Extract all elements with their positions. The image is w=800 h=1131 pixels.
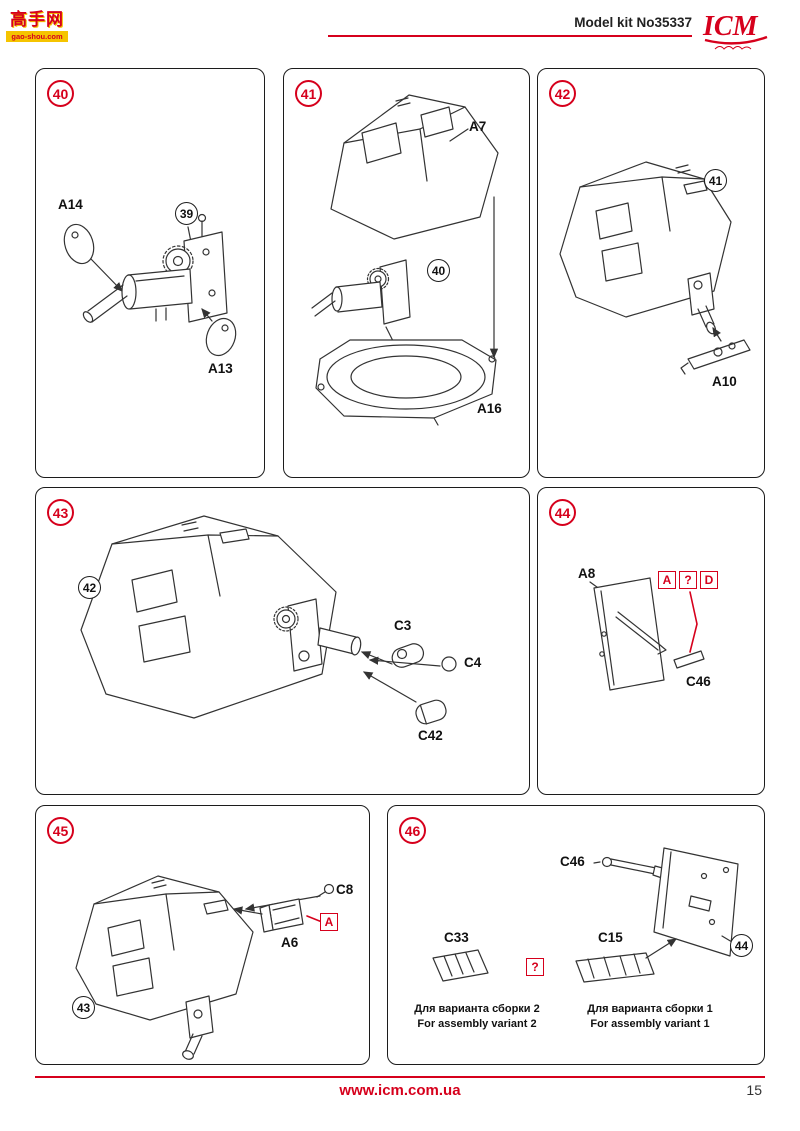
variant-note-ru: Для варианта сборки 1 [587, 1003, 713, 1015]
option-box: ? [526, 958, 544, 976]
watermark-url: gao-shou.com [6, 31, 68, 42]
part-label: A7 [469, 119, 487, 134]
step-46-panel: 46 C46 44 C33 ? C15 [387, 805, 765, 1065]
option-box: A [658, 571, 676, 589]
part-label: C46 [560, 854, 585, 869]
ref-callout: 44 [730, 934, 753, 957]
step-40-badge: 40 [47, 80, 74, 107]
part-label: C15 [598, 930, 623, 945]
step-46-badge: 46 [399, 817, 426, 844]
option-box: ? [679, 571, 697, 589]
step-44-drawing [589, 577, 705, 691]
step-40-panel: 40 A14 39 A13 [35, 68, 265, 478]
kit-number-label: Model kit No35337 [574, 15, 692, 30]
step-42-panel: 42 41 A10 [537, 68, 765, 478]
step-40-drawing [63, 213, 237, 357]
part-label: C8 [336, 882, 354, 897]
step-44-badge: 44 [549, 499, 576, 526]
part-label: A14 [58, 197, 83, 212]
step-46-drawing [432, 847, 739, 983]
icm-logo: ICM [702, 11, 768, 50]
variant-note-ru: Для варианта сборки 2 [414, 1003, 540, 1015]
ref-callout: 42 [78, 576, 101, 599]
watermark-title: 高手网 [10, 10, 64, 29]
step-45-badge: 45 [47, 817, 74, 844]
part-label: C42 [418, 728, 443, 743]
part-label: A6 [281, 935, 299, 950]
part-label: C46 [686, 674, 711, 689]
step-42-badge: 42 [549, 80, 576, 107]
website-link: www.icm.com.ua [339, 1082, 461, 1099]
step-42-drawing [559, 161, 751, 375]
part-label: A10 [712, 374, 737, 389]
footer-rule [35, 1076, 765, 1078]
step-43-drawing [80, 515, 457, 725]
part-label: A8 [578, 566, 596, 581]
step-43-badge: 43 [47, 499, 74, 526]
ref-callout: 41 [704, 169, 727, 192]
variant-note: Для варианта сборки 2 For assembly varia… [396, 1002, 558, 1032]
watermark-logo: 高手网 gao-shou.com [6, 5, 68, 42]
page-number: 15 [746, 1082, 762, 1098]
step-41-badge: 41 [295, 80, 322, 107]
part-label: A16 [477, 401, 502, 416]
header-rule [328, 35, 692, 37]
variant-note: Для варианта сборки 1 For assembly varia… [566, 1002, 734, 1032]
ref-callout: 40 [427, 259, 450, 282]
variant-note-en: For assembly variant 1 [590, 1017, 710, 1030]
part-label: C3 [394, 618, 412, 633]
icm-tagline-script [714, 46, 752, 50]
ref-callout: 39 [175, 202, 198, 225]
icm-logo-text: ICM [702, 11, 759, 42]
step-44-panel: 44 A8 A ? D C46 [537, 487, 765, 795]
part-label: A13 [208, 361, 233, 376]
step-45-panel: 45 C8 A6 A 43 [35, 805, 370, 1065]
option-box: D [700, 571, 718, 589]
step-41-drawing [311, 94, 499, 426]
step-43-panel: 43 [35, 487, 530, 795]
variant-note-en: For assembly variant 2 [417, 1017, 537, 1030]
step-41-panel: 41 A7 40 A16 [283, 68, 530, 478]
ref-callout: 43 [72, 996, 95, 1019]
step-45-drawing [75, 875, 335, 1060]
part-label: C4 [464, 655, 482, 670]
option-box: A [320, 913, 338, 931]
part-label: C33 [444, 930, 469, 945]
